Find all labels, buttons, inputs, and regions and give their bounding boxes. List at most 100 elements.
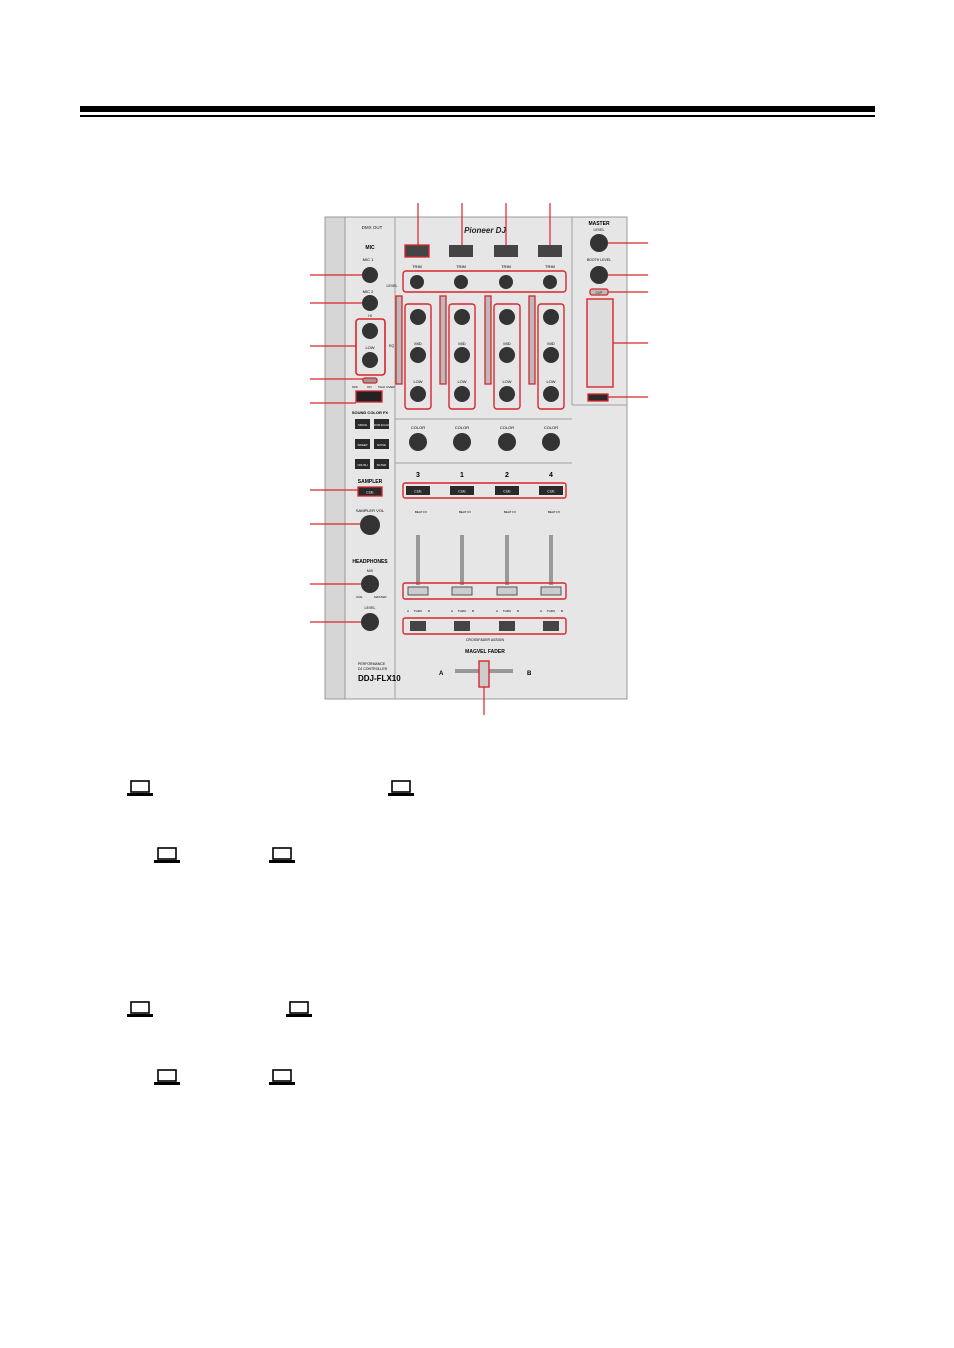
mixer-svg: DMX OUT Pioneer DJ MIC MIC 1 MIC 2 LEVEL… xyxy=(310,203,648,715)
master-cue-button[interactable] xyxy=(587,393,609,402)
ch1-mid-knob[interactable] xyxy=(454,347,470,363)
ch1-beatfx-label: BEAT FX xyxy=(459,510,471,514)
mic-title: MIC xyxy=(365,245,375,251)
ch3-trim-knob[interactable] xyxy=(410,275,424,289)
ch4-level-meter xyxy=(528,295,536,385)
mic-level-label: LEVEL xyxy=(387,284,398,288)
master-level-knob[interactable] xyxy=(590,234,608,252)
ch4-color-knob[interactable] xyxy=(542,433,560,451)
mic-hi-label: HI xyxy=(368,314,372,318)
ch2-low-knob[interactable] xyxy=(499,386,515,402)
ch2-hi-knob[interactable] xyxy=(499,309,515,325)
device-subtitle-2: DJ CONTROLLER xyxy=(358,667,388,671)
sampler-vol-knob[interactable] xyxy=(360,515,380,535)
ch4-assign-switch[interactable] xyxy=(543,621,559,631)
ch1-trim-knob[interactable] xyxy=(454,275,468,289)
ch4-trim-knob[interactable] xyxy=(543,275,557,289)
ch4-input-switch[interactable] xyxy=(538,245,562,257)
ch2-level-meter xyxy=(484,295,492,385)
ch2-trim-knob[interactable] xyxy=(499,275,513,289)
ch2-color-label: COLOR xyxy=(500,425,514,430)
ch2-fader-track xyxy=(505,535,509,585)
ch4-cue-button[interactable] xyxy=(539,486,563,495)
mic2-knob[interactable] xyxy=(362,295,378,311)
ch3-assign-a: A xyxy=(407,609,409,613)
sampler-vol-label: SAMPLER VOL xyxy=(356,508,385,513)
ch2-low-label: LOW xyxy=(502,379,511,384)
device-subtitle-1: PERFORMANCE xyxy=(358,662,386,666)
ch3-fader-knob[interactable] xyxy=(407,586,429,596)
headphones-mix-label: MIX xyxy=(367,569,374,573)
mic-switch-on: ON xyxy=(367,385,372,389)
crossfader-knob[interactable] xyxy=(478,660,490,688)
headphones-cue-label: CUE xyxy=(356,595,362,599)
ch2-cue-label: CUE xyxy=(503,490,511,494)
ch4-low-label: LOW xyxy=(546,379,555,384)
booth-level-knob[interactable] xyxy=(590,266,608,284)
sampler-cue-label: CUE xyxy=(366,491,374,495)
master-level-label: LEVEL xyxy=(594,228,605,232)
cue-row-highlight xyxy=(402,482,567,499)
laptop-icon xyxy=(268,846,296,866)
ch3-mid-label: MID xyxy=(414,341,421,346)
ch4-assign-b: B xyxy=(561,609,563,613)
laptop-icon xyxy=(268,1068,296,1088)
headphones-level-knob[interactable] xyxy=(361,613,379,631)
mic-switch[interactable] xyxy=(355,390,383,403)
ch1-trim-label: TRIM xyxy=(456,264,466,269)
sfx-button-crush[interactable] xyxy=(355,459,370,469)
ch2-cue-button[interactable] xyxy=(495,486,519,495)
ch1-cue-button[interactable] xyxy=(450,486,474,495)
sound-color-fx-title: SOUND COLOR FX xyxy=(352,410,389,415)
ch1-input-switch[interactable] xyxy=(449,245,473,257)
ch2-color-knob[interactable] xyxy=(498,433,516,451)
ch3-input-switch[interactable] xyxy=(404,244,430,258)
ch1-assign-switch[interactable] xyxy=(454,621,470,631)
ch2-fader-knob[interactable] xyxy=(496,586,518,596)
ch1-color-knob[interactable] xyxy=(453,433,471,451)
ch2-assign-switch[interactable] xyxy=(499,621,515,631)
callout-lines xyxy=(310,203,648,715)
sfx-dub-echo-label: DUB ECHO xyxy=(374,423,390,427)
sfx-button-noise[interactable] xyxy=(374,439,389,449)
ch3-assign-switch[interactable] xyxy=(410,621,426,631)
mic1-knob[interactable] xyxy=(362,267,378,283)
sampler-cue-button[interactable] xyxy=(357,486,383,497)
headphones-mix-knob[interactable] xyxy=(361,575,379,593)
ch2-assign-thru: THRU xyxy=(503,609,511,613)
sfx-button-dub-echo[interactable] xyxy=(374,419,389,429)
ch3-color-label: COLOR xyxy=(411,425,425,430)
mic-hi-knob[interactable] xyxy=(362,323,378,339)
laptop-icon xyxy=(126,779,154,799)
ch1-level-meter xyxy=(439,295,447,385)
mic-indicator xyxy=(362,377,378,384)
mic-switch-talkover: TALK OVER xyxy=(378,385,395,389)
ch4-hi-knob[interactable] xyxy=(543,309,559,325)
ch1-hi-knob[interactable] xyxy=(454,309,470,325)
ch4-eq-highlight xyxy=(537,303,565,410)
fader-row-highlight xyxy=(402,582,567,600)
ch3-color-knob[interactable] xyxy=(409,433,427,451)
ch4-low-knob[interactable] xyxy=(543,386,559,402)
ch3-hi-knob[interactable] xyxy=(410,309,426,325)
sfx-button-sweep[interactable] xyxy=(355,439,370,449)
ch3-mid-knob[interactable] xyxy=(410,347,426,363)
ch4-mid-knob[interactable] xyxy=(543,347,559,363)
mixer-diagram: DMX OUT Pioneer DJ MIC MIC 1 MIC 2 LEVEL… xyxy=(300,195,660,725)
ch2-assign-a: A xyxy=(496,609,498,613)
ch3-level-meter xyxy=(395,295,403,385)
mic-low-knob[interactable] xyxy=(362,352,378,368)
ch1-fader-knob[interactable] xyxy=(451,586,473,596)
ch2-mid-knob[interactable] xyxy=(499,347,515,363)
sfx-button-filter[interactable] xyxy=(374,459,389,469)
ch3-low-knob[interactable] xyxy=(410,386,426,402)
ch4-fader-knob[interactable] xyxy=(540,586,562,596)
sfx-button-space[interactable] xyxy=(355,419,370,429)
ch1-eq-highlight xyxy=(448,303,476,410)
ch1-mid-label: MID xyxy=(458,341,465,346)
ch2-input-switch[interactable] xyxy=(494,245,518,257)
ch3-cue-button[interactable] xyxy=(406,486,430,495)
ch4-cue-label: CUE xyxy=(547,490,555,494)
ch4-mid-label: MID xyxy=(547,341,554,346)
ch1-low-knob[interactable] xyxy=(454,386,470,402)
